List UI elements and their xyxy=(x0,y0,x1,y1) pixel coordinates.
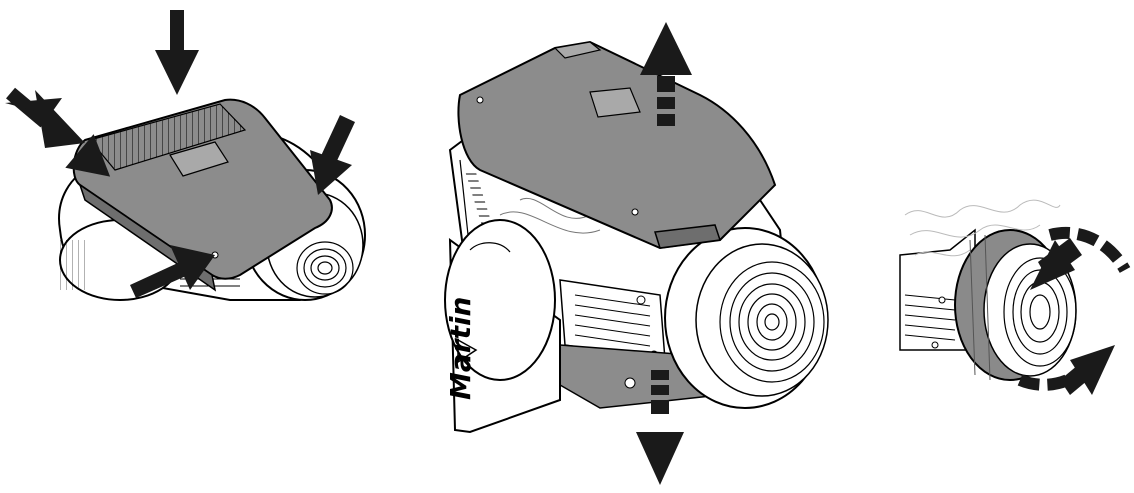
press-arrow-top xyxy=(155,10,199,95)
lens-rings-1 xyxy=(296,241,354,295)
vent-slots-3 xyxy=(904,294,956,341)
panel-twist-lens xyxy=(899,199,1131,395)
panel-lift-cover: Martin xyxy=(444,22,829,485)
panel-press-tabs xyxy=(5,10,366,301)
vent-slots-2 xyxy=(574,294,651,347)
lift-arrow-up xyxy=(640,22,692,126)
press-arrow-bottom xyxy=(130,245,215,298)
pull-arrow-down xyxy=(636,370,684,485)
press-arrow-left xyxy=(5,87,111,177)
top-cover-2 xyxy=(457,40,777,250)
rotate-arrow-bottom xyxy=(1017,345,1115,395)
lens-ring-3 xyxy=(954,229,1077,381)
press-arrow-right xyxy=(310,115,355,195)
lens-rings-2 xyxy=(719,261,825,383)
rotate-arrow-top xyxy=(1030,226,1131,290)
